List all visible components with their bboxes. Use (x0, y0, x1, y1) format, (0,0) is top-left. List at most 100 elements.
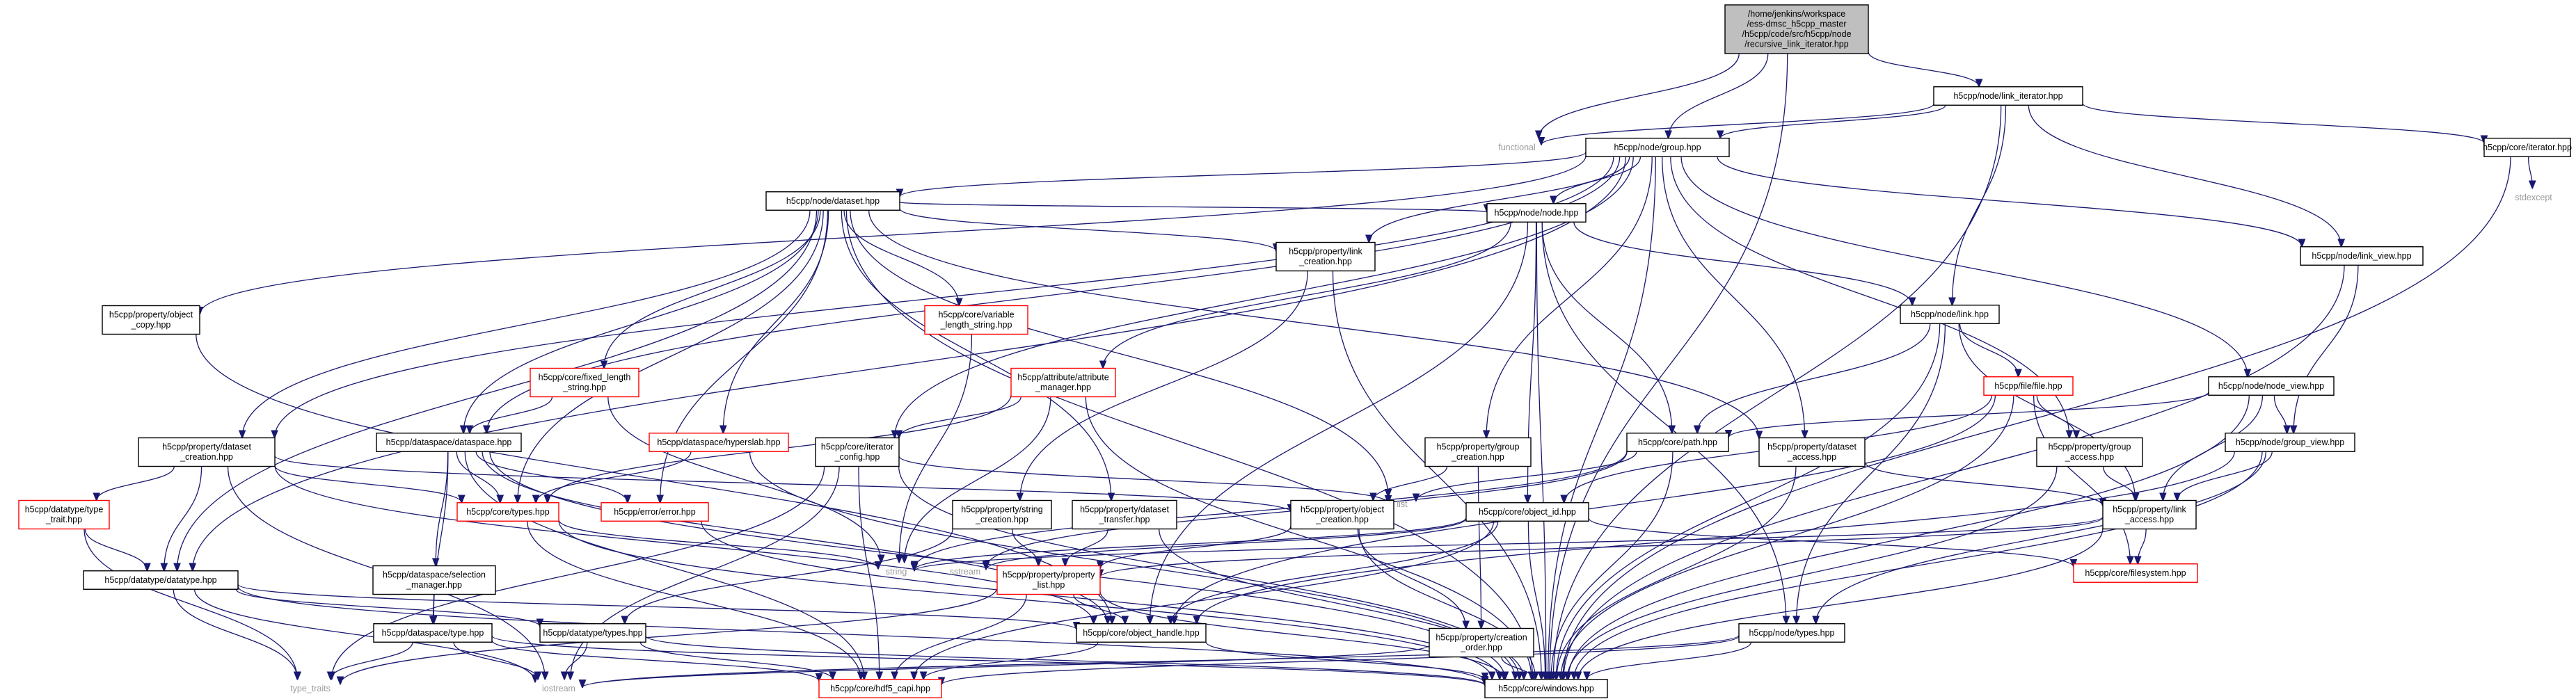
node-core-types[interactable]: h5cpp/core/types.hpp (456, 502, 559, 522)
node-label: h5cpp/core/object_id.hpp (1479, 507, 1576, 517)
node-label: _manager.hpp (406, 580, 462, 590)
edge-datatype-to-windows (237, 586, 1485, 684)
edge-link-iterator-to-node-link (1953, 105, 2007, 305)
node-box (2225, 433, 2355, 452)
node-node-node[interactable]: h5cpp/node/node.hpp (1486, 203, 1587, 223)
node-dataset-transfer[interactable]: h5cpp/property/dataset_transfer.hpp (1072, 499, 1177, 530)
node-link-access[interactable]: h5cpp/property/link_access.hpp (2102, 499, 2197, 530)
node-error-error[interactable]: h5cpp/error/error.hpp (601, 502, 709, 522)
node-label: h5cpp/node/types.hpp (1749, 628, 1834, 638)
edge-core-iterator-to-stdexcept (2528, 156, 2533, 188)
edge-node-node-to-node-types (1541, 222, 1786, 624)
node-datatype-trait[interactable]: h5cpp/datatype/type_trait.hpp (18, 499, 110, 530)
edge-group-creation-to-object-creation (1373, 466, 1448, 501)
edge-node-view-to-core-path (1728, 392, 2209, 438)
edge-node-link-to-core-path (1697, 323, 1931, 433)
node-core-path[interactable]: h5cpp/core/path.hpp (1626, 433, 1729, 452)
node-object-creation[interactable]: h5cpp/property/object_creation.hpp (1290, 499, 1394, 530)
edge-fixed-len-string-to-dataspace (470, 396, 553, 433)
node-dataset[interactable]: h5cpp/node/dataset.hpp (765, 191, 900, 211)
node-filesystem[interactable]: h5cpp/core/filesystem.hpp (2073, 563, 2198, 583)
node-label: h5cpp/dataspace/selection (383, 570, 486, 580)
node-windows[interactable]: h5cpp/core/windows.hpp (1484, 679, 1608, 698)
edge-object-copy-to-object-handle (196, 334, 1112, 624)
edge-group-access-to-link-access (2102, 466, 2136, 501)
node-file-file[interactable]: h5cpp/file/file.hpp (1983, 376, 2074, 396)
node-string-creation[interactable]: h5cpp/property/string_creation.hpp (952, 499, 1052, 530)
edge-dataset-to-core-types (518, 210, 824, 503)
edge-link-access-to-string (914, 516, 2104, 571)
edge-link-iterator-to-link-view (2028, 105, 2341, 246)
node-link-iterator[interactable]: h5cpp/node/link_iterator.hpp (1933, 86, 2083, 106)
edge-hyperslab-to-core-types (536, 451, 692, 503)
node-box (138, 437, 276, 467)
node-box (1290, 499, 1394, 530)
node-datatype-types[interactable]: h5cpp/datatype/types.hpp (539, 623, 646, 643)
edge-datatype-trait-to-datatype (84, 529, 147, 571)
node-object-id[interactable]: h5cpp/core/object_id.hpp (1465, 502, 1589, 522)
node-hyperslab[interactable]: h5cpp/dataspace/hyperslab.hpp (649, 433, 789, 452)
edge-dataset-to-prop-link-creation (899, 208, 1276, 251)
node-label: h5cpp/property/dataset (1080, 505, 1169, 515)
edge-dataspace-to-selection-manager (436, 451, 449, 565)
node-link-view[interactable]: h5cpp/node/link_view.hpp (2300, 246, 2424, 266)
node-label: h5cpp/property/dataset (1767, 442, 1857, 452)
node-dataspace-type[interactable]: h5cpp/dataspace/type.hpp (373, 623, 493, 643)
node-fixed-len-string[interactable]: h5cpp/core/fixed_length_string.hpp (530, 367, 639, 398)
node-attr-manager[interactable]: h5cpp/attribute/attribute_manager.hpp (1010, 367, 1116, 398)
node-label: h5cpp/core/hdf5_capi.hpp (830, 684, 930, 693)
node-label: h5cpp/property/group (2049, 442, 2131, 452)
node-node-link[interactable]: h5cpp/node/link.hpp (1900, 305, 2000, 324)
node-label: _transfer.hpp (1099, 515, 1150, 524)
node-creation-order[interactable]: h5cpp/property/creation_order.hpp (1429, 627, 1534, 658)
edge-group-to-datatype (193, 156, 1626, 571)
node-group-creation[interactable]: h5cpp/property/group_creation.hpp (1424, 437, 1532, 467)
node-node-types[interactable]: h5cpp/node/types.hpp (1738, 623, 1845, 643)
edge-dataset-access-to-link-access (1864, 461, 2103, 506)
node-var-len-string[interactable]: h5cpp/core/variable_length_string.hpp (924, 305, 1028, 335)
node-dataset-creation[interactable]: h5cpp/property/dataset_creation.hpp (138, 437, 276, 467)
edge-datatype-types-to-iostream (564, 642, 588, 680)
node-box (952, 499, 1052, 530)
node-group-view[interactable]: h5cpp/node/group_view.hpp (2225, 433, 2355, 452)
node-prop-link-creation[interactable]: h5cpp/property/link_creation.hpp (1275, 241, 1376, 272)
node-box (1724, 4, 1869, 54)
node-selection-manager[interactable]: h5cpp/dataspace/selection_manager.hpp (372, 565, 496, 595)
edge-node-node-to-windows (1536, 222, 1545, 680)
node-root[interactable]: /home/jenkins/workspace/ess-dmsc_h5cpp_m… (1724, 4, 1869, 54)
node-property-list[interactable]: h5cpp/property/property_list.hpp (996, 565, 1101, 595)
node-label: /h5cpp/code/src/h5cpp/node (1742, 29, 1851, 39)
edge-core-path-to-string (914, 451, 1628, 569)
node-label: h5cpp/node/node_view.hpp (2218, 381, 2324, 391)
node-datatype[interactable]: h5cpp/datatype/datatype.hpp (83, 570, 239, 590)
node-hdf5-capi[interactable]: h5cpp/core/hdf5_capi.hpp (818, 679, 942, 698)
node-dataset-access[interactable]: h5cpp/property/dataset_access.hpp (1758, 437, 1866, 467)
edge-link-iterator-to-windows (1553, 105, 2002, 680)
edge-node-view-to-windows (1568, 395, 2250, 680)
node-box (539, 623, 646, 643)
node-box (376, 433, 522, 452)
node-box (996, 565, 1101, 595)
edge-dataset-transfer-to-property-list (1065, 529, 1108, 566)
node-label: h5cpp/core/types.hpp (466, 507, 550, 517)
edge-iterator-config-to-type-traits (332, 466, 825, 680)
node-dataspace[interactable]: h5cpp/dataspace/dataspace.hpp (376, 433, 522, 452)
edge-object-creation-to-creation-order (1357, 529, 1465, 629)
node-label: type_traits (290, 684, 331, 693)
node-object-handle[interactable]: h5cpp/core/object_handle.hpp (1076, 623, 1207, 643)
node-box (1010, 367, 1116, 398)
node-label: h5cpp/node/group.hpp (1614, 143, 1701, 152)
node-iterator-config[interactable]: h5cpp/core/iterator_config.hpp (815, 437, 900, 467)
edge-datatype-trait-to-type-traits (84, 529, 297, 680)
edge-node-link-to-file-file (1959, 323, 2019, 377)
edge-root-to-link-iterator (1868, 51, 1979, 87)
node-label: _access.hpp (1787, 452, 1836, 462)
edge-core-types-to-string (558, 520, 878, 569)
edge-dataset-to-var-len-string (843, 210, 959, 305)
node-label: h5cpp/property/object (1301, 505, 1385, 515)
node-node-view[interactable]: h5cpp/node/node_view.hpp (2208, 376, 2335, 396)
node-group[interactable]: h5cpp/node/group.hpp (1585, 138, 1730, 157)
node-core-iterator[interactable]: h5cpp/core/iterator.hpp (2483, 138, 2572, 157)
node-group-access[interactable]: h5cpp/property/group_access.hpp (2036, 437, 2143, 467)
node-object-copy[interactable]: h5cpp/property/object_copy.hpp (102, 305, 200, 335)
